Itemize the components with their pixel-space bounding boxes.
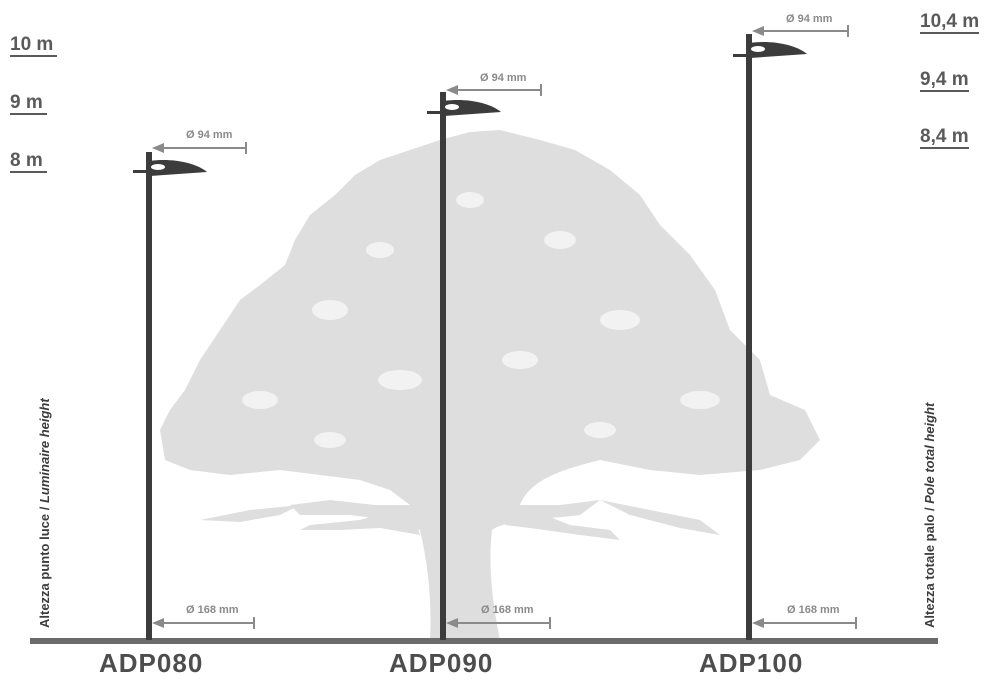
model-label-adp080: ADP080 (99, 648, 204, 678)
head-diameter-adp090: Ø 94 mm (480, 72, 527, 84)
tree-silhouette (160, 130, 820, 640)
base-diameter-adp100: Ø 168 mm (787, 604, 840, 616)
right-height-10-4m: 10,4 m (920, 11, 980, 34)
head-diameter-adp100: Ø 94 mm (786, 13, 833, 25)
luminaire-height-axis-label: Altezza punto luce / Luminaire height (37, 398, 52, 628)
right-height-8-4m: 8,4 m (920, 126, 969, 149)
pole-adp090 (427, 92, 501, 640)
pole-total-height-axis-label: Altezza totale palo / Pole total height (922, 402, 937, 628)
model-label-adp100: ADP100 (699, 648, 804, 678)
base-diameter-adp080: Ø 168 mm (186, 604, 239, 616)
right-height-9-4m: 9,4 m (920, 69, 969, 92)
head-diameter-adp080: Ø 94 mm (186, 129, 233, 141)
pole-adp080 (133, 152, 207, 640)
ground-line (30, 638, 938, 644)
left-height-10m: 10 m (10, 35, 58, 57)
base-dimension-arrows (152, 617, 857, 629)
base-diameter-adp090: Ø 168 mm (481, 604, 534, 616)
tree-texture (242, 192, 720, 448)
left-height-9m: 9 m (10, 93, 47, 115)
pole-adp100 (733, 34, 807, 640)
head-dimension-arrows (152, 25, 849, 154)
model-label-adp090: ADP090 (389, 648, 494, 678)
left-height-8m: 8 m (10, 151, 47, 173)
